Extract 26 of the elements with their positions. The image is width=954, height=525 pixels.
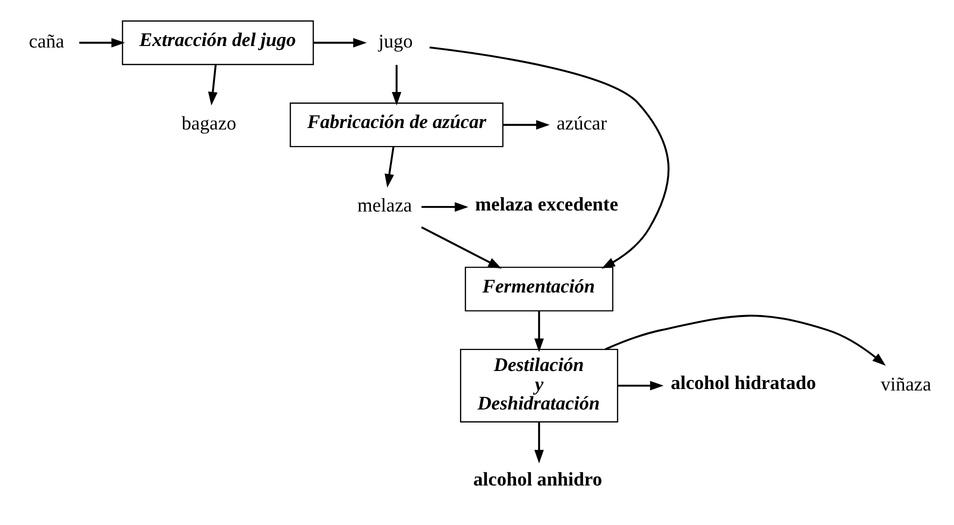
arrow [421,202,468,212]
node-text: caña [28,31,64,52]
node-box: Extracción del jugo [121,20,314,66]
arrow [384,146,394,188]
node-text: melaza excedente [474,194,618,216]
node-text: alcohol hidratado [670,373,816,394]
arrow [604,314,886,366]
arrow [429,46,669,269]
arrow [534,422,544,464]
arrow [502,120,550,130]
node-text: jugo [378,31,412,52]
node-box: Fabricación de azúcar [289,102,503,148]
node-text: alcohol anhidro [472,470,602,491]
node-text: bagazo [181,113,236,134]
arrow [534,311,544,352]
node-box: Fermentación [464,266,613,312]
arrow [391,64,401,106]
arrow [208,64,218,106]
node-box: Destilación y Deshidratación [460,348,618,422]
node-text: melaza [356,196,412,217]
arrow [78,38,124,48]
node-text: viñaza [880,374,931,396]
arrow [313,38,366,48]
arrow [617,380,664,390]
node-text: azúcar [556,113,606,134]
arrow [420,226,502,269]
